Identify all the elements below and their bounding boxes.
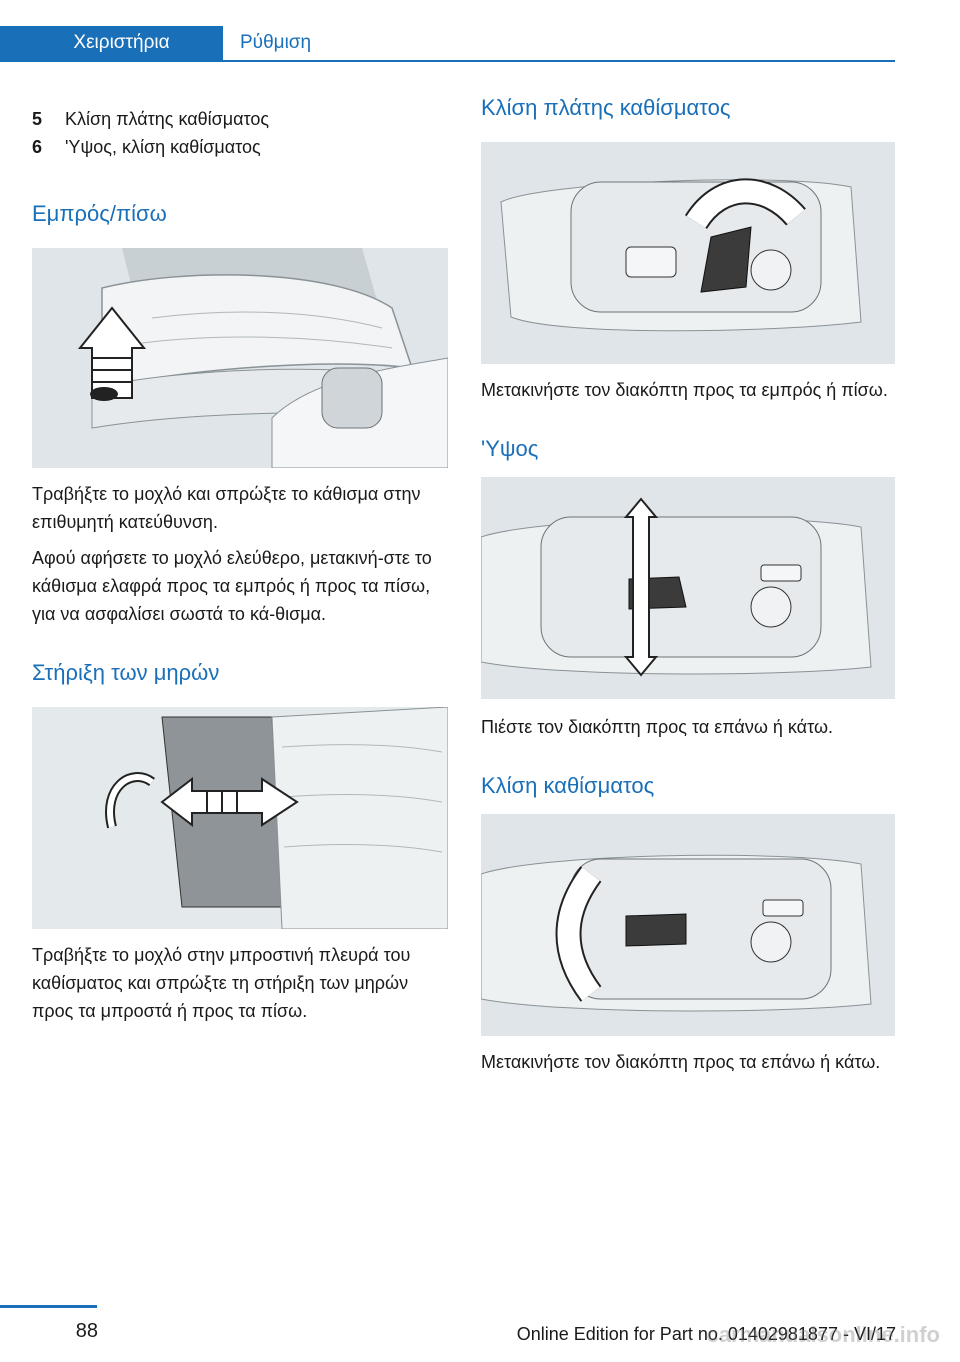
list-number: 5 [32, 109, 43, 129]
seat-forward-illustration [32, 248, 448, 468]
footer-rule [0, 1305, 97, 1308]
list-text: Κλίση πλάτης καθίσματος [65, 109, 270, 129]
list-item: 6 'Υψος, κλίση καθίσματος [32, 133, 448, 161]
heading-backrest-tilt: Κλίση πλάτης καθίσματος [481, 95, 731, 120]
list-item: 5 Κλίση πλάτης καθίσματος [32, 105, 448, 133]
tab-adjustment[interactable]: Ρύθμιση [240, 32, 312, 53]
thigh-instruction: Τραβήξτε το μοχλό στην μπροστινή πλευρά … [32, 945, 411, 1021]
height-instruction: Πιέστε τον διακόπτη προς τα επάνω ή κάτω… [481, 717, 834, 737]
forward-instruction-1: Τραβήξτε το μοχλό και σπρώξτε το κάθισμα… [32, 484, 421, 532]
right-column: Κλίση πλάτης καθίσματος Μετακινήστε τον … [481, 95, 895, 1076]
tab-divider [0, 60, 895, 62]
forward-instruction-2: Αφού αφήσετε το μοχλό ελεύθερο, μετακινή… [32, 548, 432, 624]
list-text: 'Υψος, κλίση καθίσματος [65, 137, 261, 157]
watermark: carmanualsonline.info [706, 1322, 941, 1347]
heading-seat-tilt: Κλίση καθίσματος [481, 773, 655, 798]
list-number: 6 [32, 137, 43, 157]
backrest-instruction: Μετακινήστε τον διακόπτη προς τα εμπρός … [481, 380, 888, 400]
heading-thigh-support: Στήριξη των μηρών [32, 660, 220, 685]
seat-tilt-switch-illustration [481, 814, 895, 1036]
left-column: 5 Κλίση πλάτης καθίσματος 6 'Υψος, κλίση… [32, 105, 448, 1025]
edition-note: Online Edition for Part no. 01402981877 … [516, 1324, 896, 1344]
tab-controls[interactable]: Χειριστήρια [0, 26, 223, 60]
backrest-switch-illustration [481, 142, 895, 364]
page-number: 88 [75, 1320, 98, 1342]
top-tab-bar: Χειριστήρια Ρύθμιση [0, 26, 895, 62]
height-switch-illustration [481, 477, 895, 699]
seat-tilt-instruction: Μετακινήστε τον διακόπτη προς τα επάνω ή… [481, 1052, 881, 1072]
legend-list: 5 Κλίση πλάτης καθίσματος 6 'Υψος, κλίση… [32, 105, 448, 161]
heading-height: 'Υψος [481, 436, 539, 461]
heading-forward-back: Εμπρός/πίσω [32, 201, 167, 226]
thigh-support-illustration [32, 707, 448, 929]
